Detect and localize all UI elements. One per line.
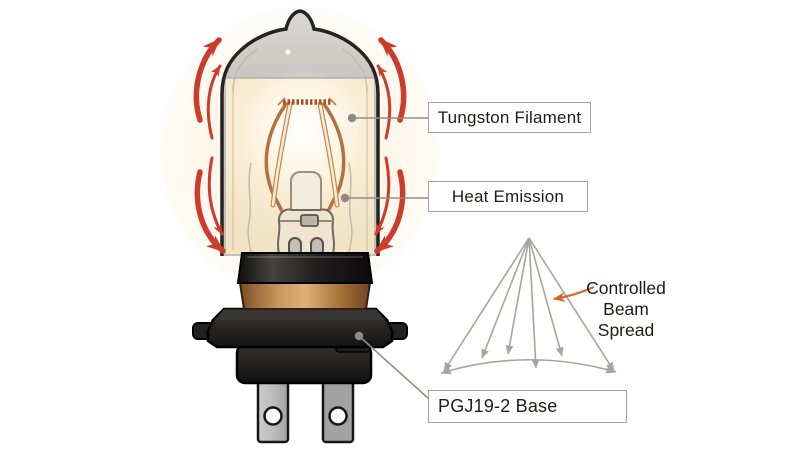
pin-hole-left xyxy=(263,406,283,426)
beam-ray xyxy=(528,237,564,357)
heat-anchor-dot xyxy=(340,193,350,203)
base-leader-line xyxy=(358,335,430,400)
copper-lead-left xyxy=(264,102,288,216)
heat-emission-label: Heat Emission xyxy=(428,181,588,212)
leader-lines xyxy=(340,113,430,400)
base-anchor-dot xyxy=(354,331,364,341)
heat-arrow-up-left-outer xyxy=(193,37,222,123)
beam-spread-label-line2: Beam xyxy=(603,299,649,319)
heat-arrow-down-right-inner xyxy=(374,156,391,236)
heat-arrow-down-right-outer xyxy=(374,169,406,254)
heat-arrow-up-right-inner xyxy=(376,64,392,140)
beam-spread-label-line1: Controlled xyxy=(586,278,666,298)
collar-ring xyxy=(236,252,374,284)
copper-ring xyxy=(238,282,372,310)
glass-stem xyxy=(277,171,335,257)
beam-spread-label-line3: Spread xyxy=(597,320,655,340)
heat-arrow-down-left-outer xyxy=(194,169,226,254)
heat-emission-arrows xyxy=(193,37,407,254)
beam-ray xyxy=(528,237,540,369)
filament-label: Tungston Filament xyxy=(428,102,591,133)
pgj19-2-base xyxy=(192,252,408,444)
beam-ray xyxy=(505,237,530,355)
glass-outline xyxy=(220,9,380,256)
beam-ray xyxy=(481,237,530,359)
heat-arrow-down-left-inner xyxy=(207,156,224,236)
specular-highlight xyxy=(285,49,291,55)
beam-ray xyxy=(443,237,530,372)
beam-spread-diagram xyxy=(440,237,617,375)
stem-clip xyxy=(300,214,319,227)
filament-anchor-dot xyxy=(347,113,357,123)
beam-pointer-arrow xyxy=(553,285,595,303)
pin-hole-right xyxy=(328,406,348,426)
beam-ray xyxy=(528,237,615,372)
heat-arrow-up-right-outer xyxy=(378,37,407,123)
copper-lead-right xyxy=(322,102,346,216)
beam-spread-label: Controlled Beam Spread xyxy=(570,278,682,341)
base-label: PGJ19-2 Base xyxy=(428,390,627,423)
tungsten-filament-assembly xyxy=(264,97,346,216)
beam-arc xyxy=(440,358,617,374)
heat-arrow-up-left-inner xyxy=(206,64,222,140)
